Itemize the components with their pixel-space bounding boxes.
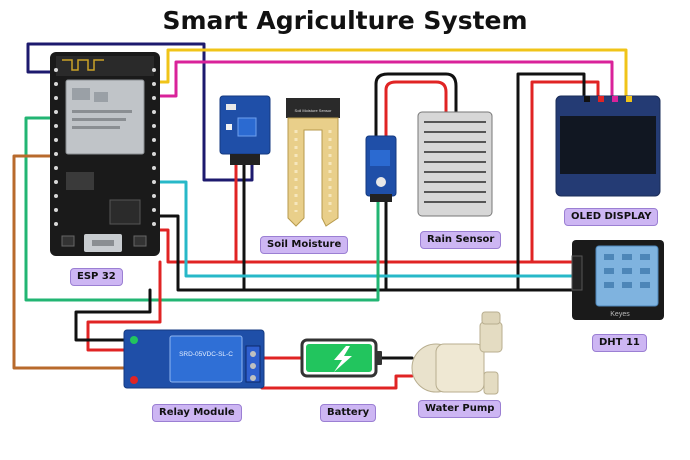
wire-gnd-bus	[156, 214, 574, 292]
soil-moisture-module	[219, 95, 271, 165]
esp32-board	[50, 52, 160, 256]
oled-display	[555, 95, 661, 197]
label-esp32: ESP 32	[70, 268, 123, 286]
wire-relay-pump	[260, 374, 414, 390]
label-dht11: DHT 11	[592, 334, 647, 352]
wire-relay-vcc	[86, 260, 162, 352]
label-relay-module: Relay Module	[152, 404, 242, 422]
rain-sensor-module	[365, 135, 397, 202]
soil-probe-text: Soil Moisture Sensor	[295, 108, 333, 113]
dht11-sensor: Keyes	[571, 240, 664, 320]
relay-model-text: SRD-05VDC-SL-C	[179, 351, 233, 358]
rain-sensor-plate	[417, 111, 493, 217]
wire-gnd-oled	[516, 72, 586, 292]
label-rain-sensor: Rain Sensor	[420, 231, 502, 249]
wire-vcc-bus	[156, 228, 574, 264]
wire-relay-gnd	[74, 288, 152, 342]
wire-navy	[26, 42, 254, 182]
wire-magenta	[156, 60, 614, 98]
dht-brand-text: Keyes	[610, 311, 630, 318]
soil-moisture-probe: Soil Moisture Sensor	[286, 98, 340, 227]
label-battery: Battery	[320, 404, 377, 422]
label-oled-display: OLED DISPLAY	[564, 208, 659, 226]
wire-yellow	[156, 48, 628, 98]
battery	[300, 338, 382, 378]
label-water-pump: Water Pump	[418, 400, 502, 418]
wire-vcc-oled	[530, 80, 600, 264]
wire-green	[24, 116, 380, 302]
relay-module: SRD-05VDC-SL-C	[123, 329, 265, 389]
water-pump	[411, 311, 503, 395]
wire-rain-plate-red	[384, 80, 448, 142]
wire-rain-plate-black	[374, 72, 458, 142]
wire-brown	[12, 154, 132, 370]
diagram-title: Smart Agriculture System	[162, 6, 528, 35]
label-soil-moisture: Soil Moisture	[260, 236, 349, 254]
